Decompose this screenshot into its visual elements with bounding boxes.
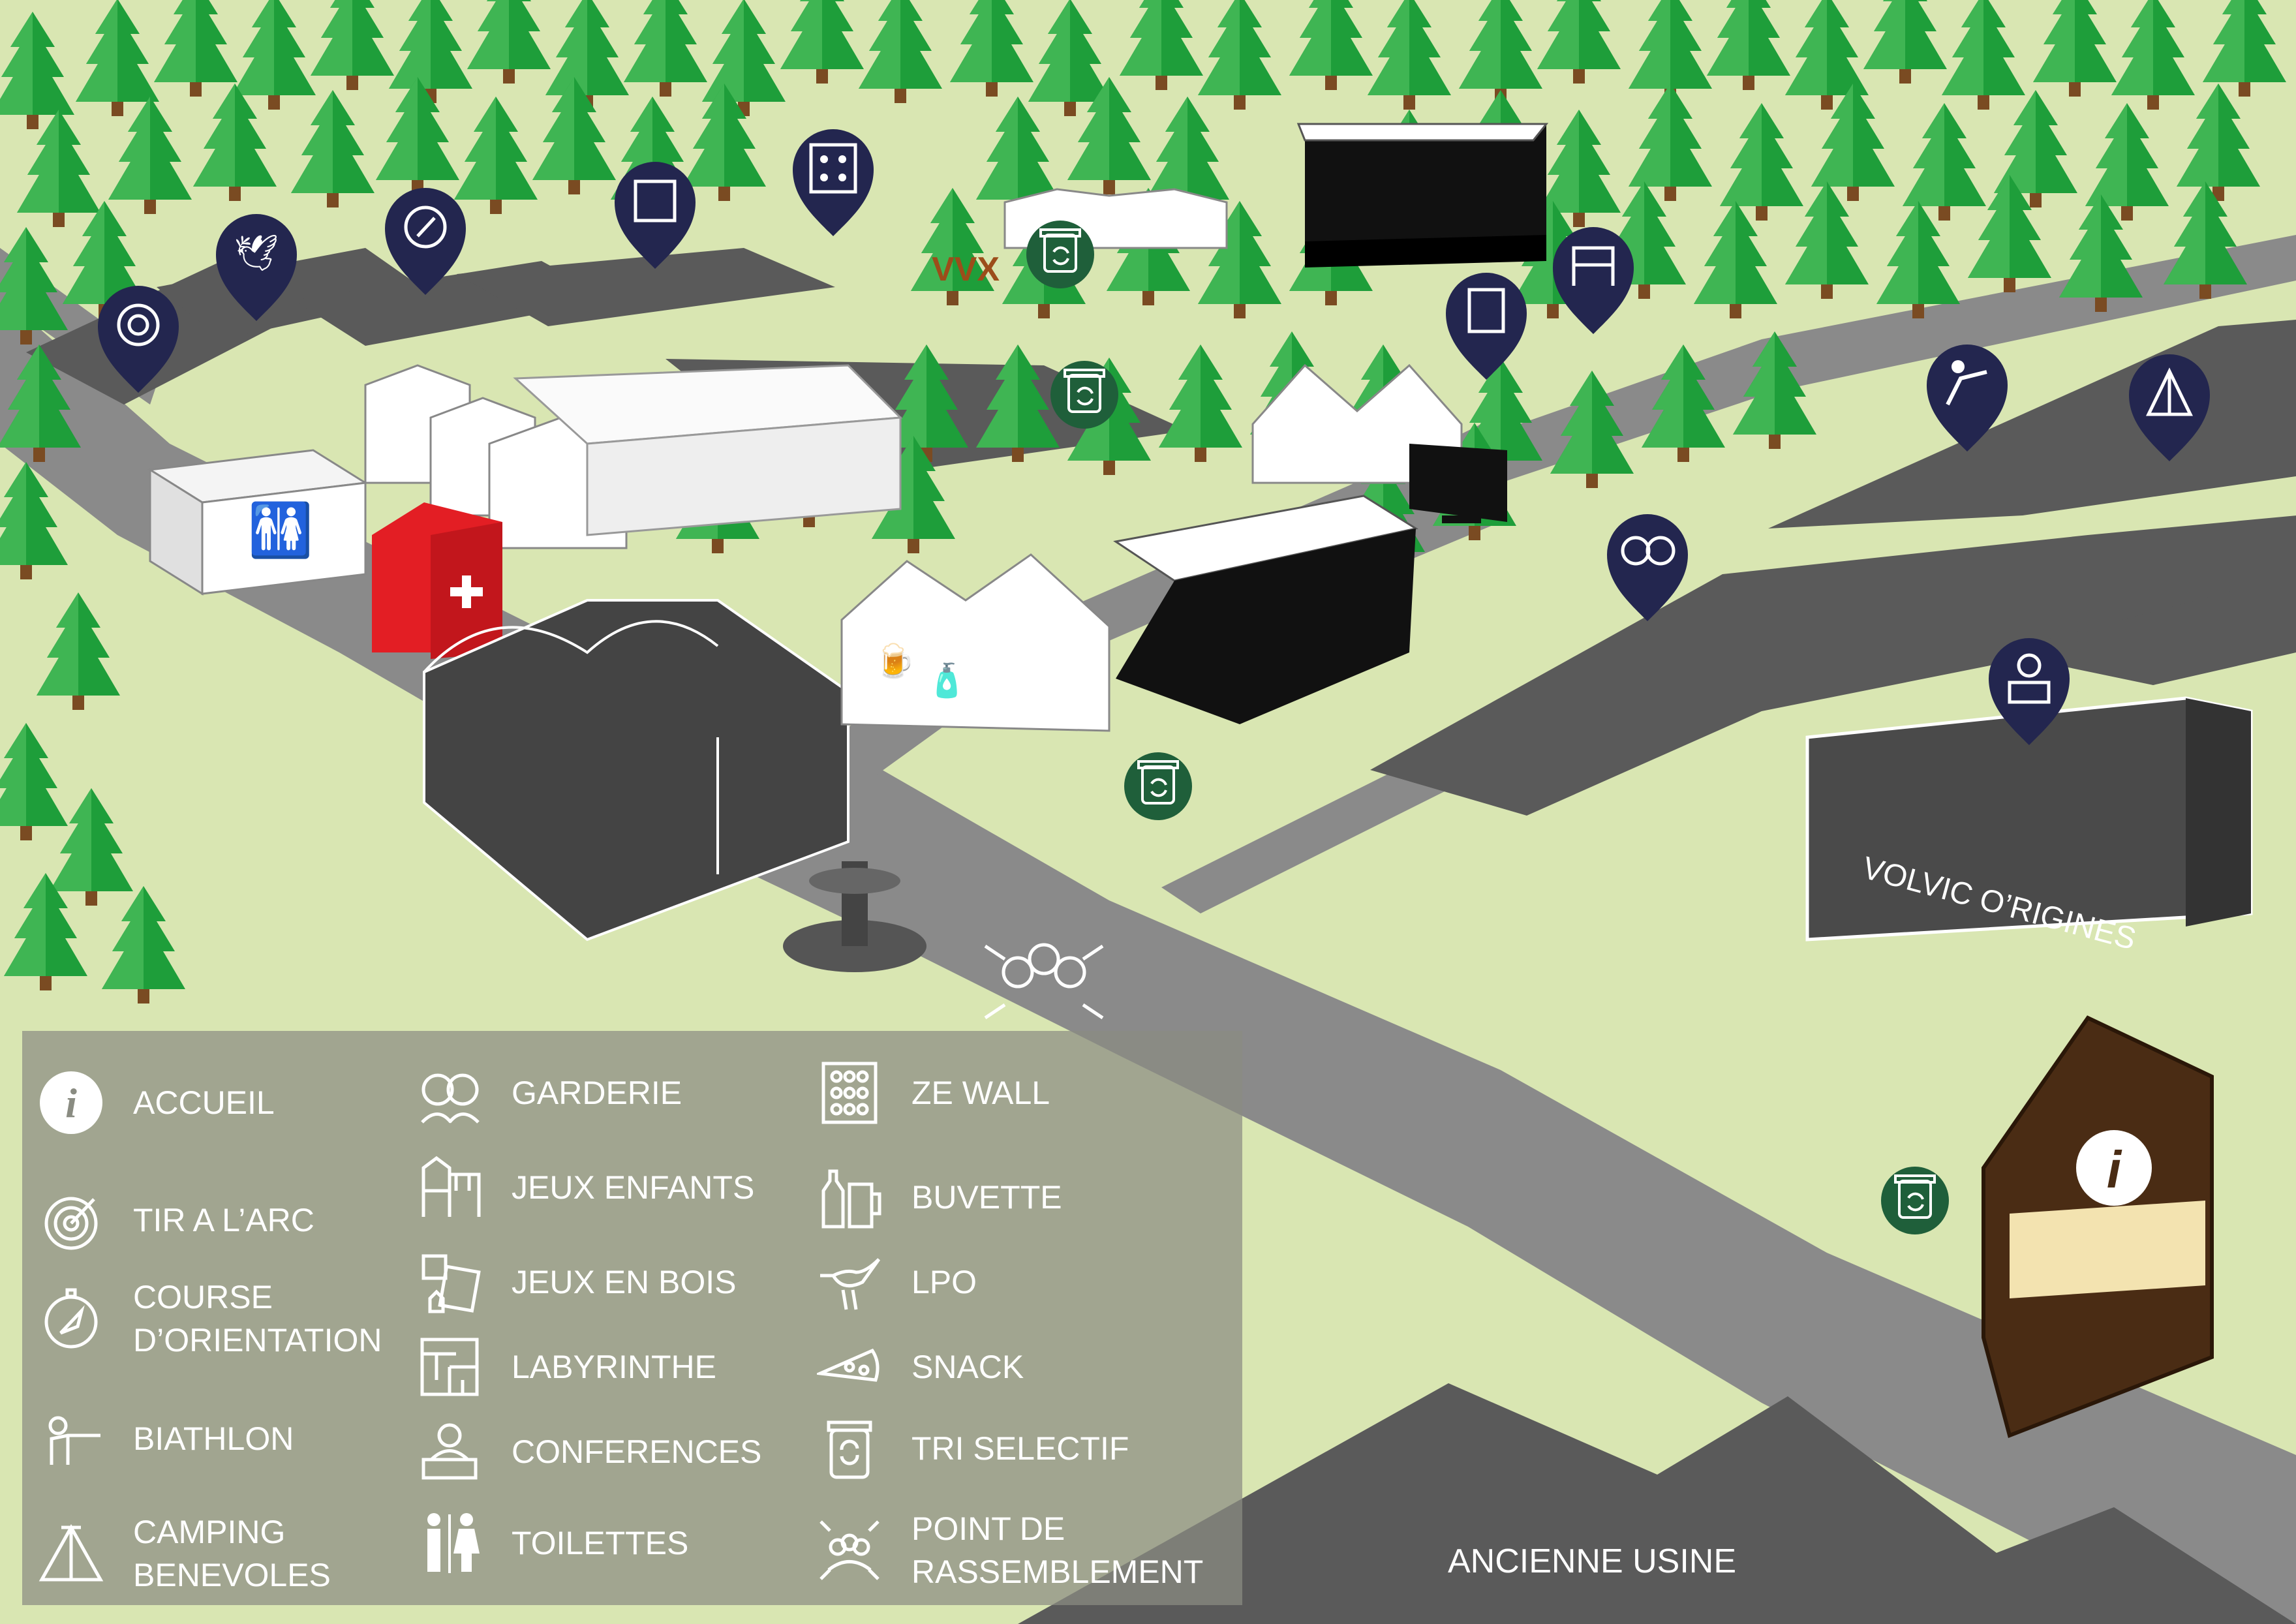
legend-item-camping: CAMPING BENEVOLES — [35, 1510, 331, 1597]
legend-item-tri-selectif: TRI SELECTIF — [814, 1413, 1129, 1484]
legend-label: JEUX EN BOIS — [512, 1264, 737, 1300]
building-label-usine: ANCIENNE USINE — [1448, 1542, 1736, 1580]
maze-icon — [414, 1331, 485, 1403]
legend-item-toilettes: TOILETTES — [414, 1507, 688, 1579]
legend-label: ZE WALL — [911, 1075, 1050, 1111]
pizza-icon — [814, 1331, 885, 1403]
legend-label: BUVETTE — [911, 1179, 1062, 1216]
shooter-icon — [35, 1403, 107, 1475]
legend-label: TRI SELECTIF — [911, 1430, 1129, 1467]
svg-text:🕊: 🕊 — [234, 234, 279, 273]
legend-label: COURSE D’ORIENTATION — [133, 1279, 382, 1358]
toilet-icon — [414, 1507, 485, 1579]
parking-lots — [26, 248, 2296, 1624]
legend-label: LABYRINTHE — [512, 1349, 716, 1385]
assembly-point-icon — [814, 1514, 885, 1586]
legend-item-garderie: GARDERIE — [414, 1057, 682, 1129]
legend-item-jeux-enfants: JEUX ENFANTS — [414, 1152, 754, 1223]
svg-text:🍺: 🍺 — [874, 641, 915, 679]
legend-item-lpo: LPO — [814, 1246, 977, 1318]
legend-item-buvette: BUVETTE — [814, 1161, 1062, 1233]
playground-icon — [414, 1152, 485, 1223]
info-icon: i — [35, 1067, 107, 1139]
legend-item-biathlon: BIATHLON — [35, 1403, 294, 1475]
svg-text:🧴: 🧴 — [926, 662, 967, 699]
vvx-sign: VVX — [932, 251, 1000, 288]
legend-item-labyrinthe: LABYRINTHE — [414, 1331, 716, 1403]
legend-label: GARDERIE — [512, 1075, 682, 1111]
legend-label: TIR A L’ARC — [133, 1202, 314, 1238]
speaker-icon — [414, 1416, 485, 1488]
assembly-point-marker — [984, 943, 1104, 1020]
legend-label: LPO — [911, 1264, 977, 1300]
legend-label: POINT DE RASSEMBLEMENT — [911, 1510, 1204, 1590]
grid-wall-icon — [814, 1057, 885, 1129]
archery-target-icon — [35, 1184, 107, 1256]
legend-item-ze-wall: ZE WALL — [814, 1057, 1050, 1129]
bird-icon — [814, 1246, 885, 1318]
legend-item-conferences: CONFERENCES — [414, 1416, 761, 1488]
recycle-bin-icon — [814, 1413, 885, 1484]
legend-label: CONFERENCES — [512, 1433, 762, 1470]
legend-label: JEUX ENFANTS — [512, 1169, 755, 1206]
svg-text:i: i — [2107, 1141, 2122, 1199]
svg-text:i: i — [65, 1080, 77, 1126]
compass-icon — [35, 1283, 107, 1355]
children-icon — [414, 1057, 485, 1129]
wooden-games-icon — [414, 1246, 485, 1318]
legend-item-accueil: i ACCUEIL — [35, 1067, 275, 1139]
legend-item-rassemblement: POINT DE RASSEMBLEMENT — [814, 1507, 1203, 1593]
legend-label: BIATHLON — [133, 1420, 294, 1457]
legend-label: ACCUEIL — [133, 1084, 275, 1121]
activity-pins[interactable]: 🕊 — [98, 129, 2210, 745]
map-legend: i ACCUEIL TIR A L’ARC COURSE D’ORIENTATI… — [22, 1031, 1242, 1605]
tent-icon — [35, 1518, 107, 1589]
legend-label: SNACK — [911, 1349, 1024, 1385]
legend-item-jeux-bois: JEUX EN BOIS — [414, 1246, 737, 1318]
legend-label: CAMPING BENEVOLES — [133, 1514, 331, 1593]
svg-text:🚻: 🚻 — [248, 500, 313, 560]
legend-item-snack: SNACK — [814, 1331, 1024, 1403]
legend-item-course-orientation: COURSE D’ORIENTATION — [35, 1276, 382, 1362]
legend-label: TOILETTES — [512, 1525, 689, 1561]
structures: 🚻 🍺 🧴 — [147, 123, 2253, 1580]
drinks-icon — [814, 1161, 885, 1233]
legend-item-tir-arc: TIR A L’ARC — [35, 1184, 314, 1256]
